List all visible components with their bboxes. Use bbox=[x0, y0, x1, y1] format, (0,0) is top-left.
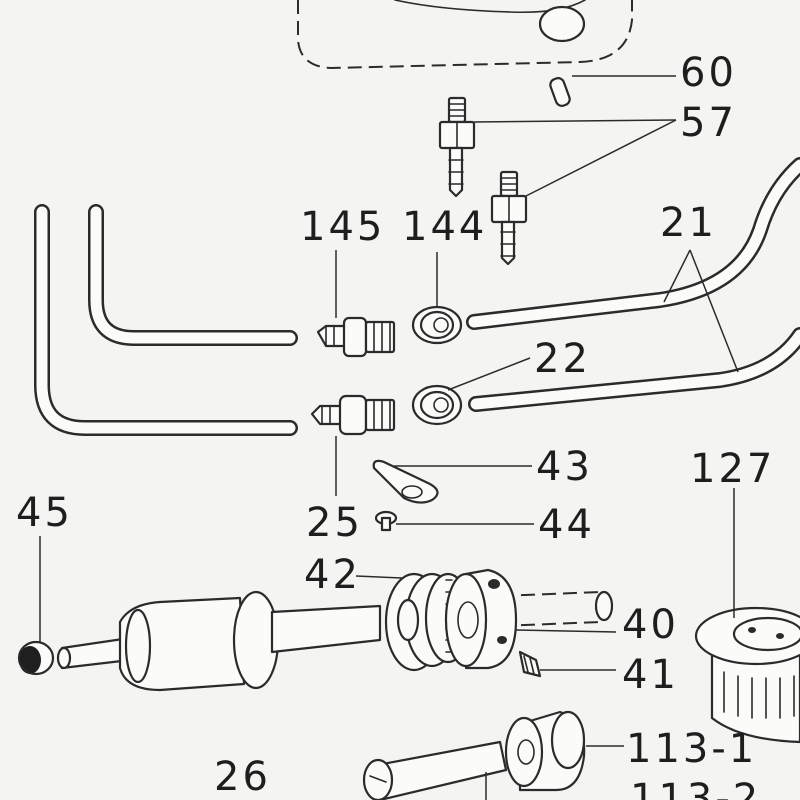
hose-connector-145 bbox=[316, 316, 396, 358]
label-113-1: 113-1 bbox=[626, 726, 757, 772]
label-41: 41 bbox=[622, 652, 679, 698]
label-45: 45 bbox=[16, 490, 73, 536]
label-44: 44 bbox=[538, 502, 595, 548]
set-screw-41 bbox=[518, 650, 542, 678]
label-25: 25 bbox=[306, 500, 363, 546]
pulley-127 bbox=[694, 606, 800, 744]
label-60: 60 bbox=[680, 50, 737, 96]
label-26: 26 bbox=[214, 754, 271, 800]
hose-fitting-57-a bbox=[438, 96, 476, 198]
label-21: 21 bbox=[660, 200, 717, 246]
bent-tube-lower-left bbox=[34, 204, 298, 436]
screw-44 bbox=[374, 510, 398, 532]
label-40: 40 bbox=[622, 602, 679, 648]
hose-fitting-57-b bbox=[490, 170, 528, 266]
leader-lines bbox=[39, 75, 739, 800]
bushing-113-1 bbox=[504, 710, 586, 792]
tube-21-upper bbox=[466, 157, 800, 330]
hose-connector-25 bbox=[310, 394, 396, 436]
cap-45 bbox=[17, 640, 55, 676]
knurled-nut-144 bbox=[411, 305, 463, 345]
label-57: 57 bbox=[680, 100, 737, 146]
bent-tube-upper-left bbox=[88, 204, 298, 346]
label-127: 127 bbox=[690, 446, 775, 492]
label-113-partial: 113-2 bbox=[630, 776, 761, 800]
pin-60 bbox=[549, 77, 571, 107]
label-145: 145 bbox=[300, 204, 385, 250]
label-144: 144 bbox=[402, 204, 487, 250]
label-22: 22 bbox=[534, 336, 591, 382]
pin-26 bbox=[362, 740, 508, 800]
label-42: 42 bbox=[304, 552, 361, 598]
main-shaft bbox=[56, 590, 614, 692]
label-43: 43 bbox=[536, 444, 593, 490]
collar-40 bbox=[444, 568, 518, 670]
bracket-43 bbox=[372, 459, 439, 504]
dashed-cover-outline bbox=[297, 0, 633, 70]
knurled-nut-22 bbox=[411, 384, 463, 426]
tube-21-lower bbox=[468, 327, 800, 412]
